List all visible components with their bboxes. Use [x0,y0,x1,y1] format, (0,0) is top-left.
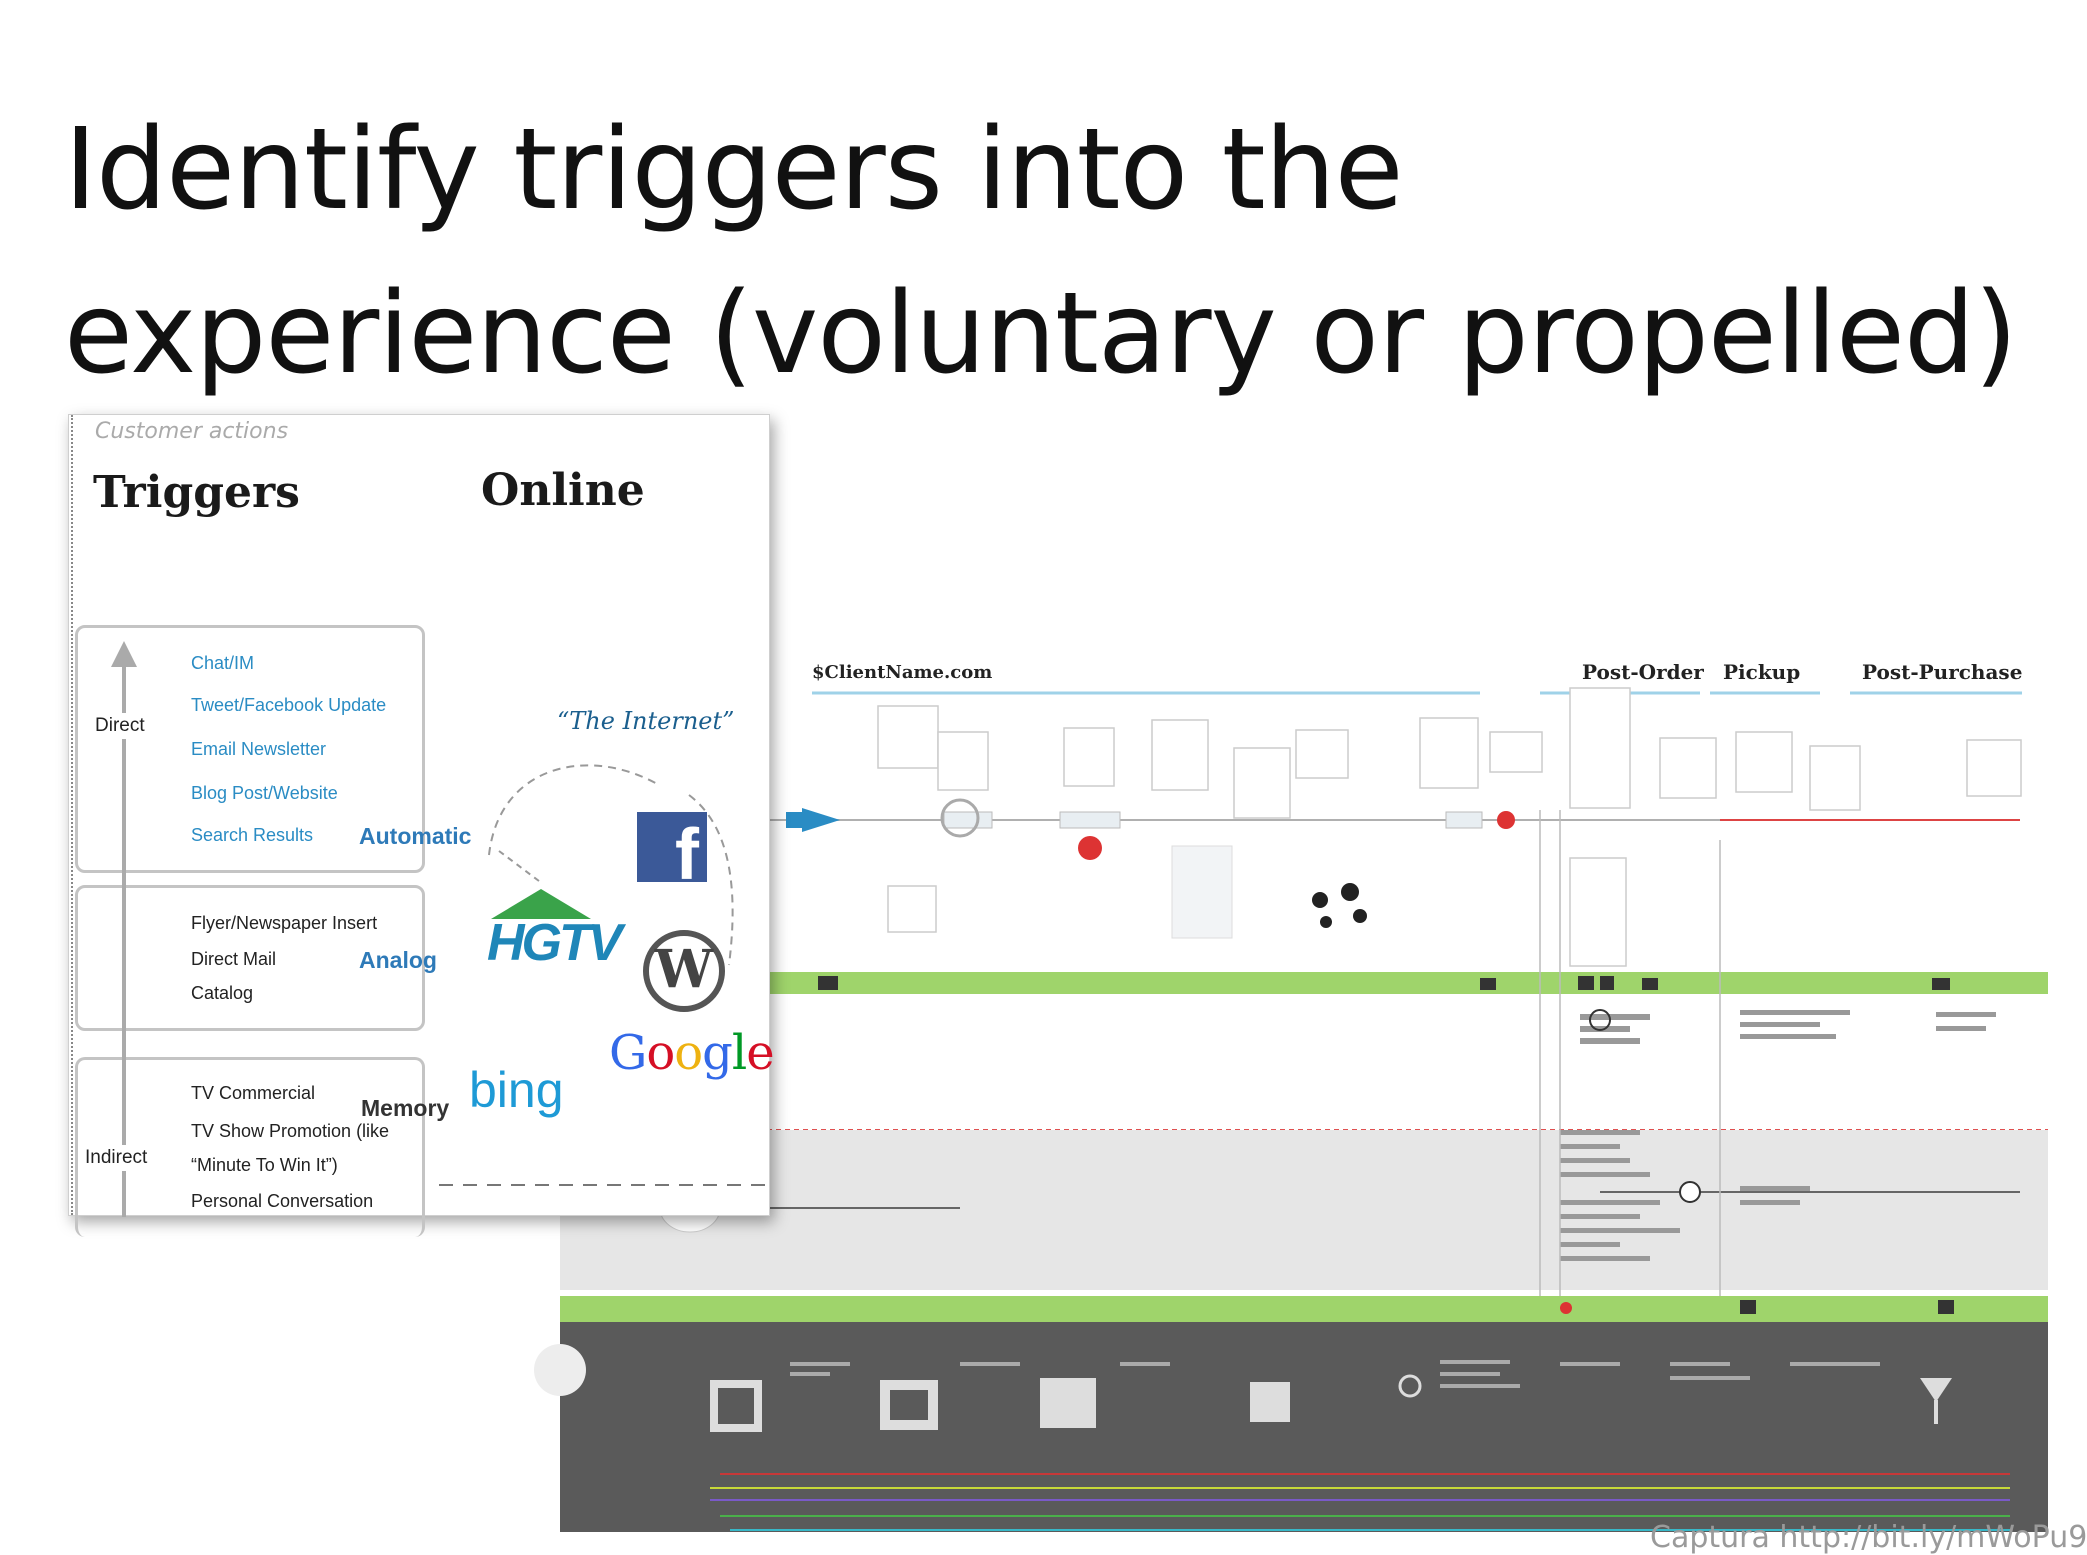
axis-indirect-label: Indirect [85,1145,148,1171]
journey-map-phase-pickup: Pickup [1723,660,1801,684]
journey-map-phase-post-order: Post-Order [1582,660,1704,684]
automatic-group-box [75,625,425,873]
internet-cloud-outline [439,764,769,1186]
slide: { "slide": { "title_line1": "Identify tr… [64,88,2087,1555]
bing-logo: bing [469,1062,564,1118]
slide-title: Identify triggers into the experience (v… [64,88,2018,416]
trigger-email-newsletter: Email Newsletter [191,739,327,759]
online-heading: Online [481,465,645,516]
trigger-search-results: Search Results [191,825,314,845]
trigger-tweet-facebook: Tweet/Facebook Update [191,695,387,715]
trigger-catalog: Catalog [191,983,254,1003]
trigger-tv-commercial: TV Commercial [191,1083,316,1103]
axis-direct-label: Direct [95,713,145,739]
memory-group-box [75,1057,425,1237]
automatic-category-label: Automatic [359,823,472,849]
card-edge [71,415,73,1215]
hgtv-logo: HGTV [487,889,622,972]
trigger-flyer-insert: Flyer/Newspaper Insert [191,913,378,933]
trigger-blog-post: Blog Post/Website [191,783,338,803]
customer-actions-label: Customer actions [95,419,289,444]
slide-title-line-2: experience (voluntary or propelled) [64,269,2018,399]
memory-category-label: Memory [361,1095,450,1121]
triggers-heading: Triggers [93,467,300,518]
direct-indirect-axis-arrow [111,641,137,1217]
journey-map-phase-post-purchase: Post-Purchase [1862,660,2023,684]
trigger-tv-show-promotion: TV Show Promotion (like [191,1121,390,1141]
hgtv-logo-text: HGTV [487,914,622,972]
facebook-logo-icon: f [637,812,707,895]
trigger-personal-conversation: Personal Conversation [191,1191,374,1211]
hgtv-roof-icon [491,889,591,919]
journey-map-graphic [534,687,2048,1532]
customer-journey-map: $ClientName.com Post-Order Pickup Post-P… [534,660,2048,1536]
google-logo: Google [609,1025,775,1081]
the-internet-label: “The Internet” [557,707,735,735]
image-credit-caption: Captura http://bit.ly/mWoPu9 [1650,1520,2087,1555]
analog-category-label: Analog [359,947,437,973]
journey-map-site-label: $ClientName.com [812,662,993,683]
trigger-minute-to-win-it: “Minute To Win It”) [191,1155,338,1175]
triggers-inset: Customer actions Triggers Online Direct … [68,414,775,1237]
slide-title-line-1: Identify triggers into the [64,105,1404,235]
trigger-chat-im: Chat/IM [191,653,255,673]
analog-group-box [75,885,425,1031]
trigger-direct-mail: Direct Mail [191,949,277,969]
wordpress-logo-icon: W [643,930,725,1012]
